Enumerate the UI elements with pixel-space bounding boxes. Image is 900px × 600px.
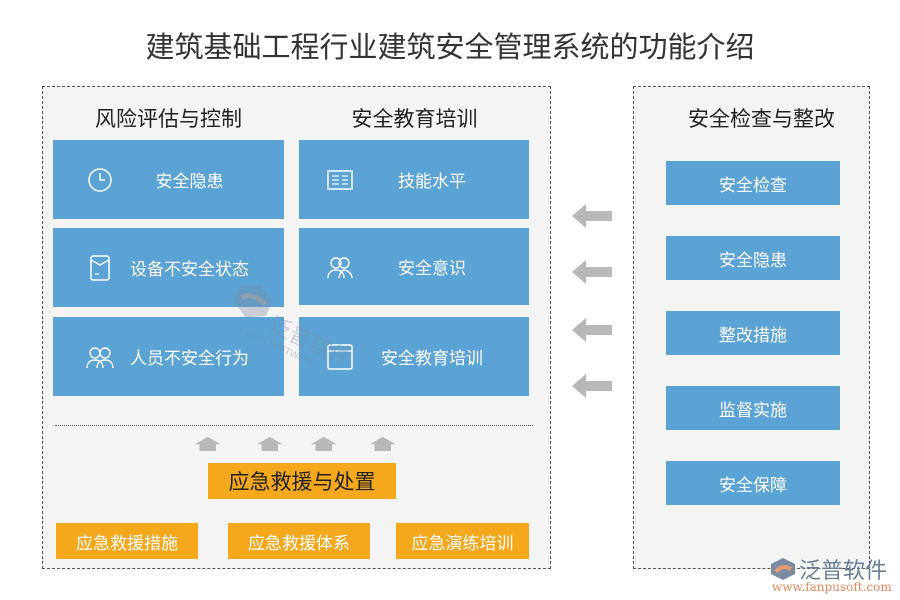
emergency-system[interactable]: 应急救援体系 [228, 523, 370, 559]
box-hazard[interactable]: 安全隐患 [666, 236, 840, 280]
box-guarantee[interactable]: 安全保障 [666, 461, 840, 505]
brand-logo: 泛普软件 [770, 553, 887, 585]
risk-heading: 风险评估与控制 [95, 107, 242, 131]
box-label: 安全意识 [398, 259, 466, 279]
emergency-title: 应急救援与处置 [208, 463, 396, 499]
brand-url: www.fanpusoft.com [772, 580, 892, 594]
left-arrows [572, 204, 612, 398]
box-safety-awareness[interactable]: 安全意识 [299, 228, 529, 305]
watermark-logo: 泛普软件 FANPU SOFTWARE [219, 275, 364, 383]
box-inspection[interactable]: 安全检查 [666, 161, 840, 205]
education-heading: 安全教育培训 [351, 107, 478, 131]
emergency-measures[interactable]: 应急救援措施 [56, 523, 198, 559]
box-safety-training[interactable]: 安全教育培训 [299, 317, 529, 396]
box-rectification[interactable]: 整改措施 [666, 311, 840, 355]
box-safety-hazard[interactable]: 安全隐患 [53, 140, 284, 219]
box-personnel-behavior[interactable]: 人员不安全行为 [53, 317, 284, 396]
box-label: 安全隐患 [155, 172, 224, 192]
document-icon [325, 165, 355, 195]
up-arrow-icon [370, 436, 396, 451]
brand-name: 泛普软件 [799, 559, 888, 584]
up-arrow-icon [257, 436, 283, 451]
users-icon [325, 252, 355, 282]
box-skill-level[interactable]: 技能水平 [299, 140, 529, 219]
up-arrows [195, 436, 396, 451]
left-arrow-icon [572, 374, 612, 398]
box-label: 技能水平 [398, 172, 466, 192]
left-arrow-icon [572, 318, 612, 342]
box-label: 安全教育培训 [381, 349, 483, 369]
left-arrow-icon [572, 204, 612, 228]
clock-icon [85, 165, 115, 195]
up-arrow-icon [195, 436, 221, 451]
box-label: 设备不安全状态 [130, 260, 249, 280]
window-icon [325, 342, 355, 372]
box-equipment-state[interactable]: 设备不安全状态 [53, 228, 284, 307]
up-arrow-icon [311, 436, 337, 451]
emergency-drill[interactable]: 应急演练培训 [396, 523, 529, 559]
box-supervision[interactable]: 监督实施 [666, 386, 840, 430]
group-icon [85, 342, 115, 372]
fanpu-logo-icon [771, 558, 795, 580]
page-title: 建筑基础工程行业建筑安全管理系统的功能介绍 [145, 30, 755, 64]
device-icon [85, 253, 115, 283]
left-arrow-icon [572, 260, 612, 284]
box-label: 人员不安全行为 [130, 349, 249, 369]
inspection-heading: 安全检查与整改 [688, 107, 835, 131]
divider [55, 425, 533, 426]
